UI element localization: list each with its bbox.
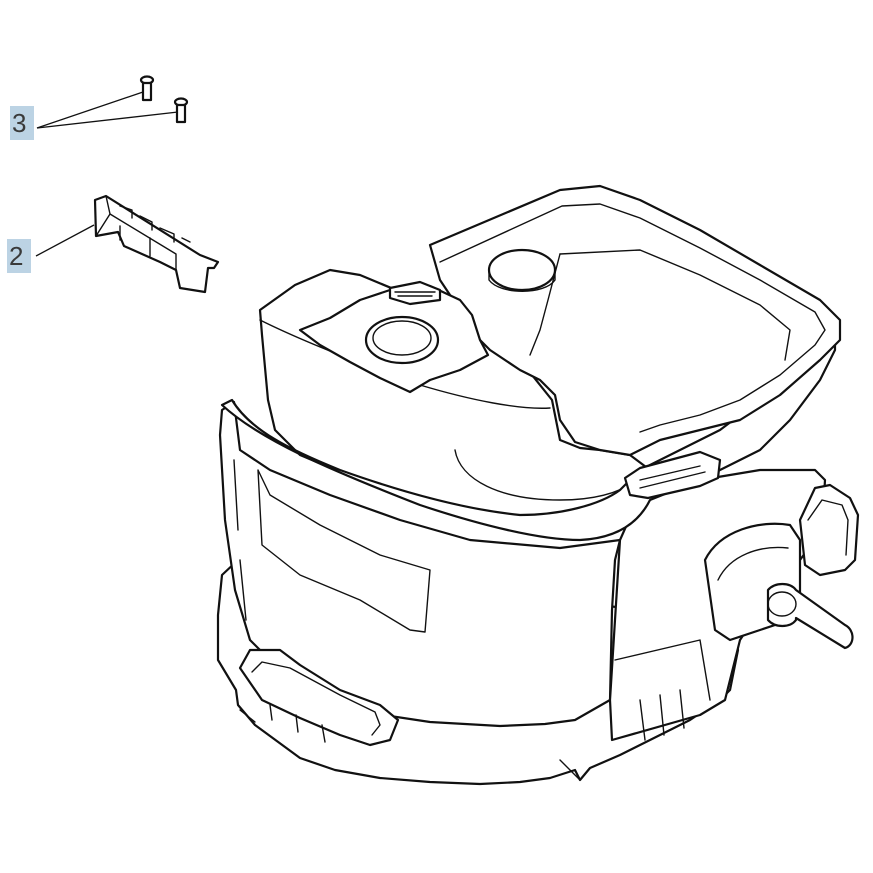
vacuum-container-body: [216, 184, 860, 786]
callout-label-2: 2: [9, 241, 24, 271]
bracket-part-2: [93, 194, 220, 294]
callout-box-3: [10, 106, 34, 140]
callout-label-3: 3: [12, 108, 27, 138]
screw-part-3a: [139, 75, 155, 102]
leader-lines-3: [36, 91, 179, 129]
leader-line-2: [35, 224, 95, 257]
screw-part-3b: [173, 97, 189, 124]
callout-box-2: [7, 239, 31, 273]
